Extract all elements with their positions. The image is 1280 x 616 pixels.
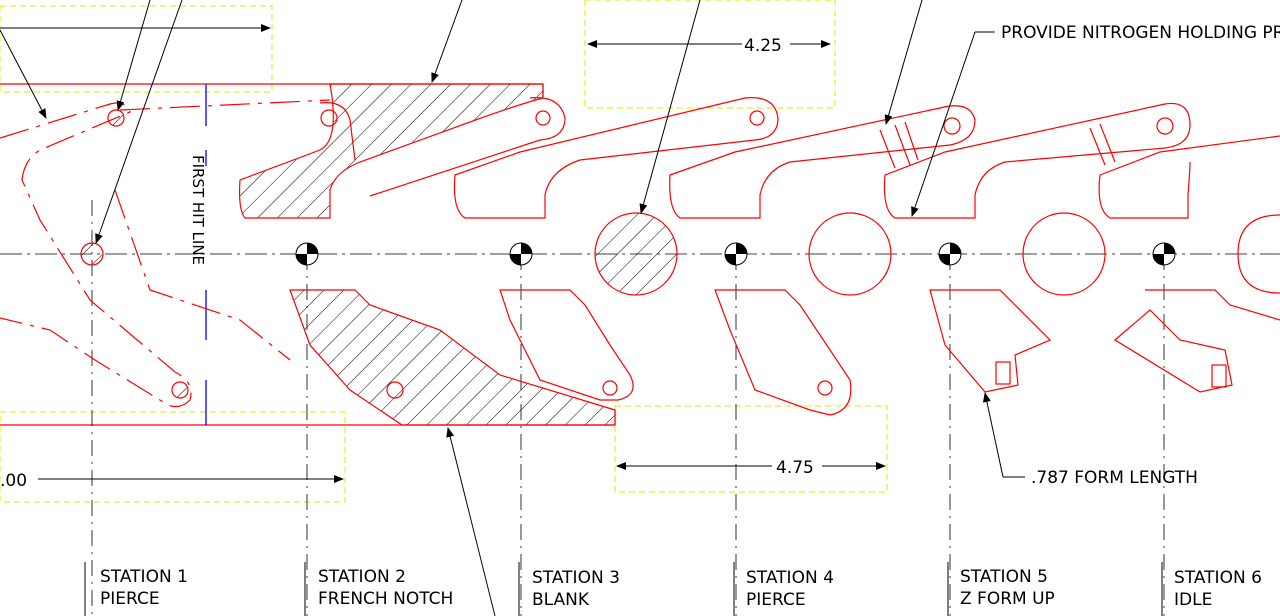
station-3-part — [453, 97, 779, 401]
pilot-markers — [295, 242, 1176, 266]
station-2-part-upper-arm — [369, 97, 566, 197]
first-hit-line: FIRST HIT LINE — [189, 84, 207, 425]
station-3-name: STATION 3 — [532, 568, 620, 588]
pierce-hole-1c — [171, 381, 189, 399]
dimension-bottom-middle-value: 4.75 — [776, 458, 814, 478]
dimension-bottom-left: .00 — [0, 471, 344, 491]
leader-lines — [0, 0, 1025, 616]
dimension-top-middle-value: 4.25 — [744, 36, 782, 56]
station-1-part — [0, 99, 331, 408]
dimension-top-middle: 4.25 — [587, 36, 831, 56]
first-hit-line-label: FIRST HIT LINE — [189, 155, 207, 265]
pierce-hole-1a — [107, 109, 125, 127]
dimension-bottom-left-value: .00 — [0, 471, 27, 491]
station-2-part — [238, 83, 616, 426]
station-1-op: PIERCE — [100, 589, 160, 609]
station-5-name: STATION 5 — [960, 567, 1048, 587]
station-6-op: IDLE — [1174, 590, 1212, 610]
station-3-op: BLANK — [532, 590, 590, 610]
station-labels: STATION 1 PIERCE STATION 2 FRENCH NOTCH … — [84, 562, 1262, 616]
nitrogen-callout: PROVIDE NITROGEN HOLDING PRES — [1001, 23, 1280, 43]
station-4-part — [669, 105, 976, 416]
station-1-name: STATION 1 — [100, 567, 188, 587]
station-2-op: FRENCH NOTCH — [318, 589, 453, 609]
station-5-part — [879, 102, 1191, 393]
form-length-callout: .787 FORM LENGTH — [1031, 468, 1198, 488]
dimension-bottom-middle: 4.75 — [616, 458, 886, 478]
pierce-hole-1b — [80, 242, 104, 266]
station-5-op: Z FORM UP — [960, 589, 1055, 609]
station-2-name: STATION 2 — [318, 567, 406, 587]
station-6-part — [1098, 135, 1280, 393]
dimension-boxes — [0, 0, 888, 503]
station-6-name: STATION 6 — [1174, 568, 1262, 588]
station-4-op: PIERCE — [746, 590, 806, 610]
station-4-name: STATION 4 — [746, 568, 834, 588]
station-centerlines — [91, 200, 1165, 616]
blank-punch — [594, 212, 678, 296]
